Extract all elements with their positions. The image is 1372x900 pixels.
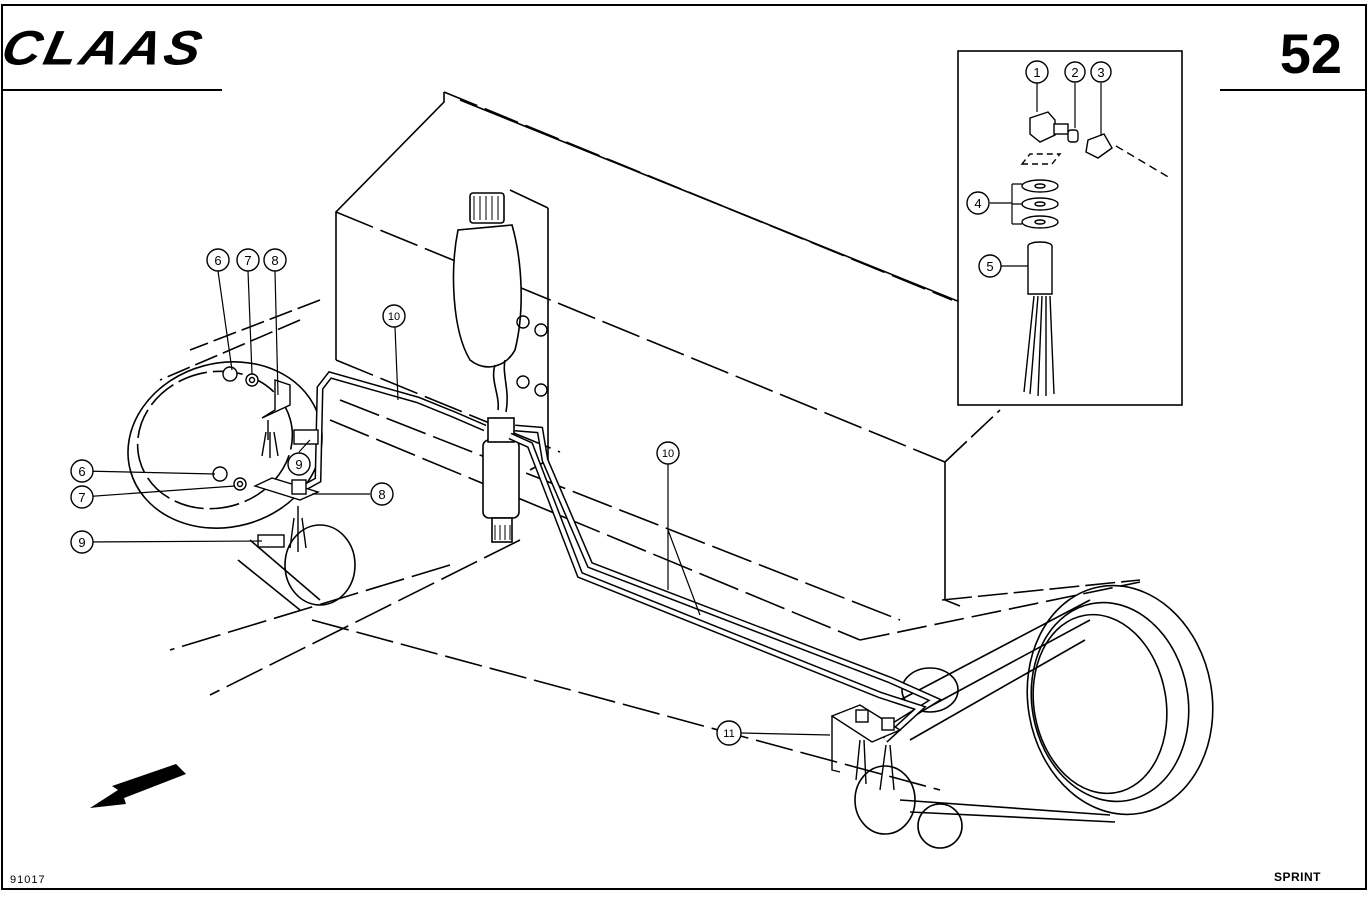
drawing-code: 91017	[10, 874, 46, 886]
callout-10-left: 10	[388, 311, 400, 323]
detail-inset-parts	[1020, 111, 1171, 397]
plate-fittings	[516, 315, 548, 397]
right-bracket-assembly	[830, 704, 902, 791]
callout-7-upper: 7	[244, 253, 251, 268]
upper-bracket-assembly	[222, 366, 319, 458]
callout-9-lower: 9	[78, 535, 85, 550]
oil-lines	[298, 370, 943, 743]
callout-11: 11	[723, 728, 734, 740]
callout-3: 3	[1097, 65, 1104, 80]
callout-labels: 1 2 3 4 5 6 7 8 9 10 10 6 7 8 9 11	[78, 65, 1104, 740]
brand-logo: CLAAS	[0, 21, 210, 76]
callout-1: 1	[1033, 65, 1040, 80]
callout-8-upper: 8	[271, 253, 278, 268]
model-name: SPRINT	[1274, 870, 1322, 884]
detail-inset-box	[957, 50, 1183, 406]
page-number: 52	[1279, 22, 1342, 85]
lower-bracket-assembly	[212, 466, 321, 552]
callout-10-right: 10	[662, 448, 674, 460]
housing-outline	[159, 91, 1141, 791]
callout-8-lower: 8	[378, 487, 385, 502]
callout-6-upper: 6	[214, 253, 221, 268]
callout-9-upper: 9	[295, 457, 302, 472]
direction-arrow	[90, 764, 186, 808]
callout-4: 4	[974, 196, 981, 211]
leader-lines	[81, 83, 1102, 736]
callout-6-lower: 6	[78, 464, 85, 479]
callout-7-lower: 7	[78, 490, 85, 505]
callout-2: 2	[1071, 65, 1078, 80]
page-border	[1, 4, 1367, 890]
right-belt-drive	[854, 584, 1214, 849]
pump-unit	[482, 417, 520, 543]
callout-5: 5	[986, 259, 993, 274]
callout-circles	[70, 60, 1112, 746]
oil-reservoir	[452, 192, 522, 413]
